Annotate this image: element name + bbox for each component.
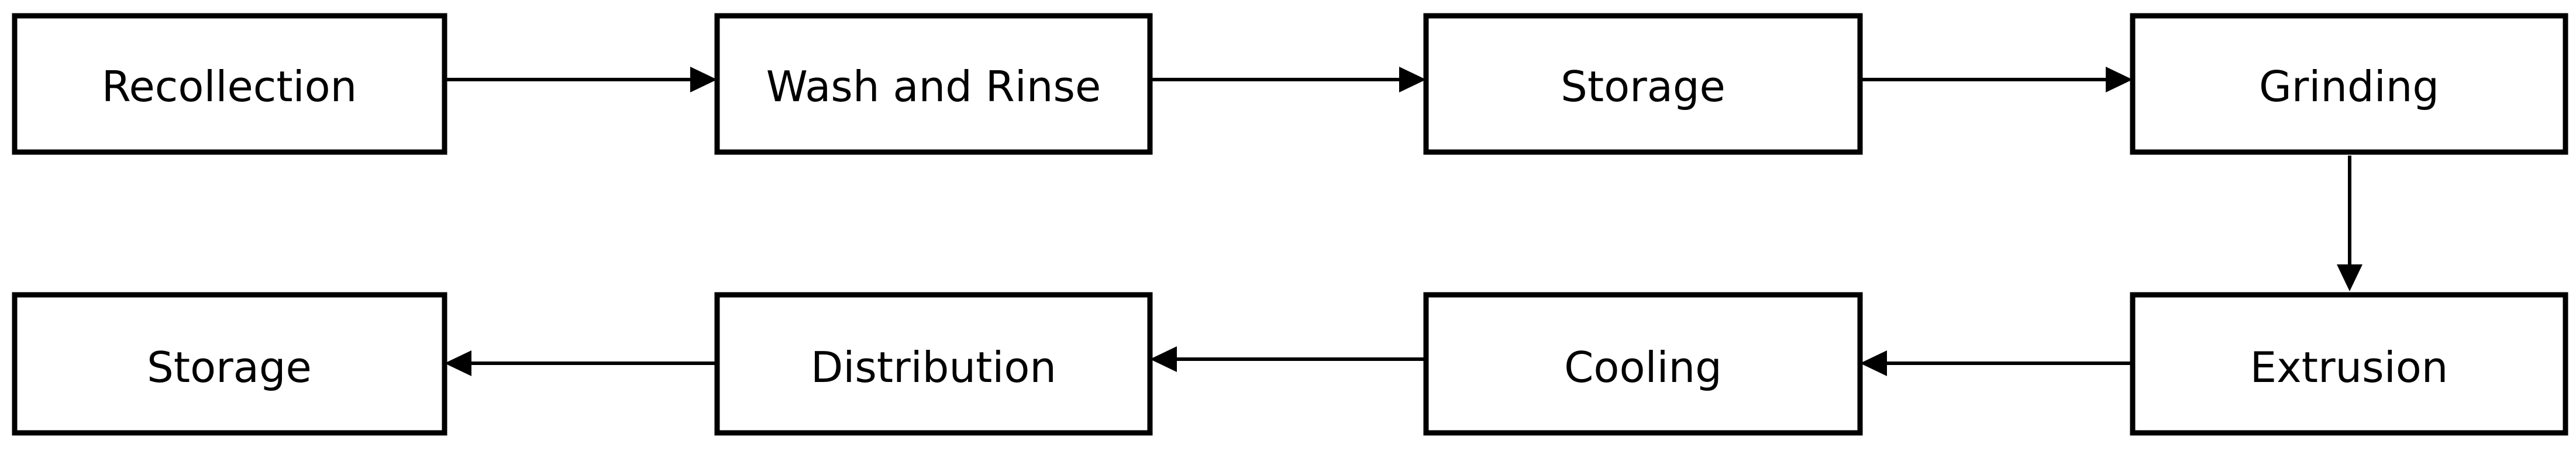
node-label-recollection: Recollection [102, 62, 357, 111]
edge-recollection-to-wash-and-rinse [445, 67, 717, 92]
node-distribution: Distribution [714, 292, 1153, 436]
node-wash-and-rinse: Wash and Rinse [714, 13, 1153, 155]
node-label-storage-2: Storage [147, 343, 312, 392]
edge-grinding-to-extrusion [2337, 156, 2363, 291]
node-storage-2: Storage [12, 292, 447, 436]
node-label-wash-and-rinse: Wash and Rinse [766, 62, 1101, 111]
node-recollection: Recollection [12, 13, 447, 155]
node-label-grinding: Grinding [2259, 62, 2439, 111]
node-label-distribution: Distribution [811, 343, 1056, 392]
edges [445, 67, 2363, 376]
edge-extrusion-to-cooling [1860, 350, 2130, 376]
node-extrusion: Extrusion [2130, 292, 2568, 436]
edge-storage-to-grinding [1860, 67, 2133, 92]
node-grinding: Grinding [2130, 13, 2568, 155]
nodes: Recollection Wash and Rinse Storage Grin… [12, 13, 2568, 436]
edge-distribution-to-storage [445, 350, 717, 376]
edge-wash-and-rinse-to-storage [1150, 67, 1426, 92]
node-label-extrusion: Extrusion [2250, 343, 2448, 392]
node-storage-1: Storage [1423, 13, 1863, 155]
node-cooling: Cooling [1423, 292, 1863, 436]
node-label-cooling: Cooling [1564, 343, 1722, 392]
edge-cooling-to-distribution [1150, 346, 1426, 372]
node-label-storage-1: Storage [1561, 62, 1726, 111]
